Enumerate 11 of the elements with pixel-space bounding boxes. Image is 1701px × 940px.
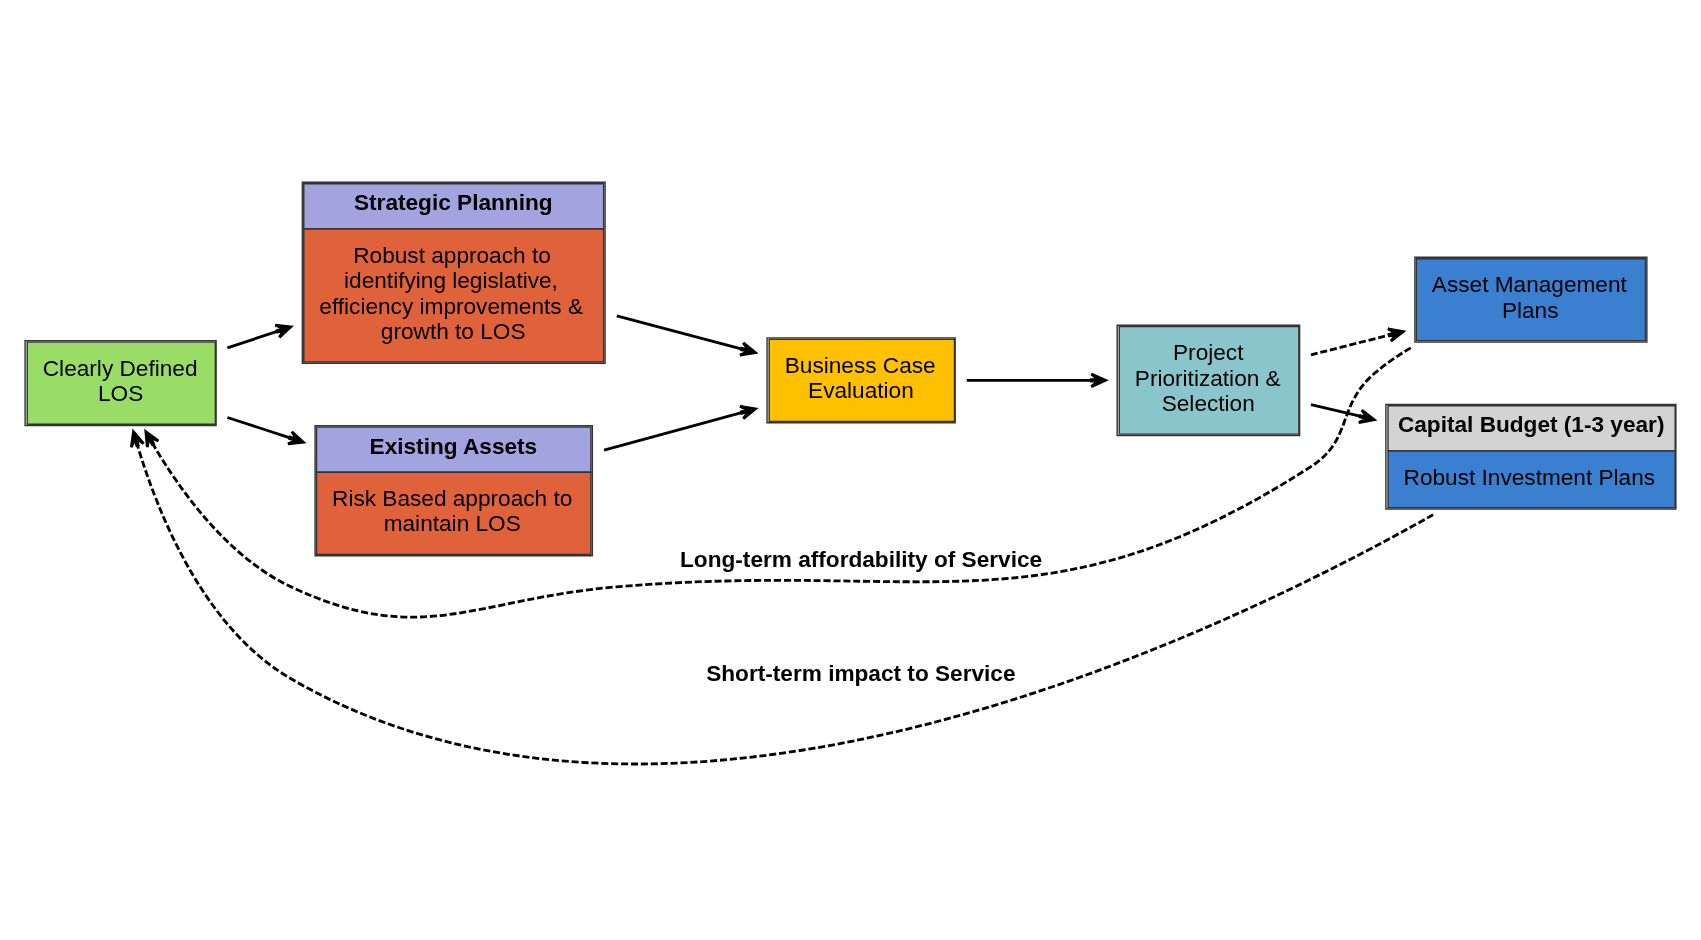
arrow (144, 346, 1412, 618)
arrow (129, 429, 1434, 765)
arrow (226, 323, 293, 349)
arrow (227, 415, 305, 445)
arrow (1310, 326, 1405, 356)
arrow (616, 313, 757, 357)
arrow (603, 404, 757, 451)
edge-label: Long-term affordability of Service (680, 546, 1043, 572)
arrow (1310, 402, 1376, 424)
arrow (966, 372, 1107, 388)
edge-label: Short-term impact to Service (706, 660, 1016, 686)
